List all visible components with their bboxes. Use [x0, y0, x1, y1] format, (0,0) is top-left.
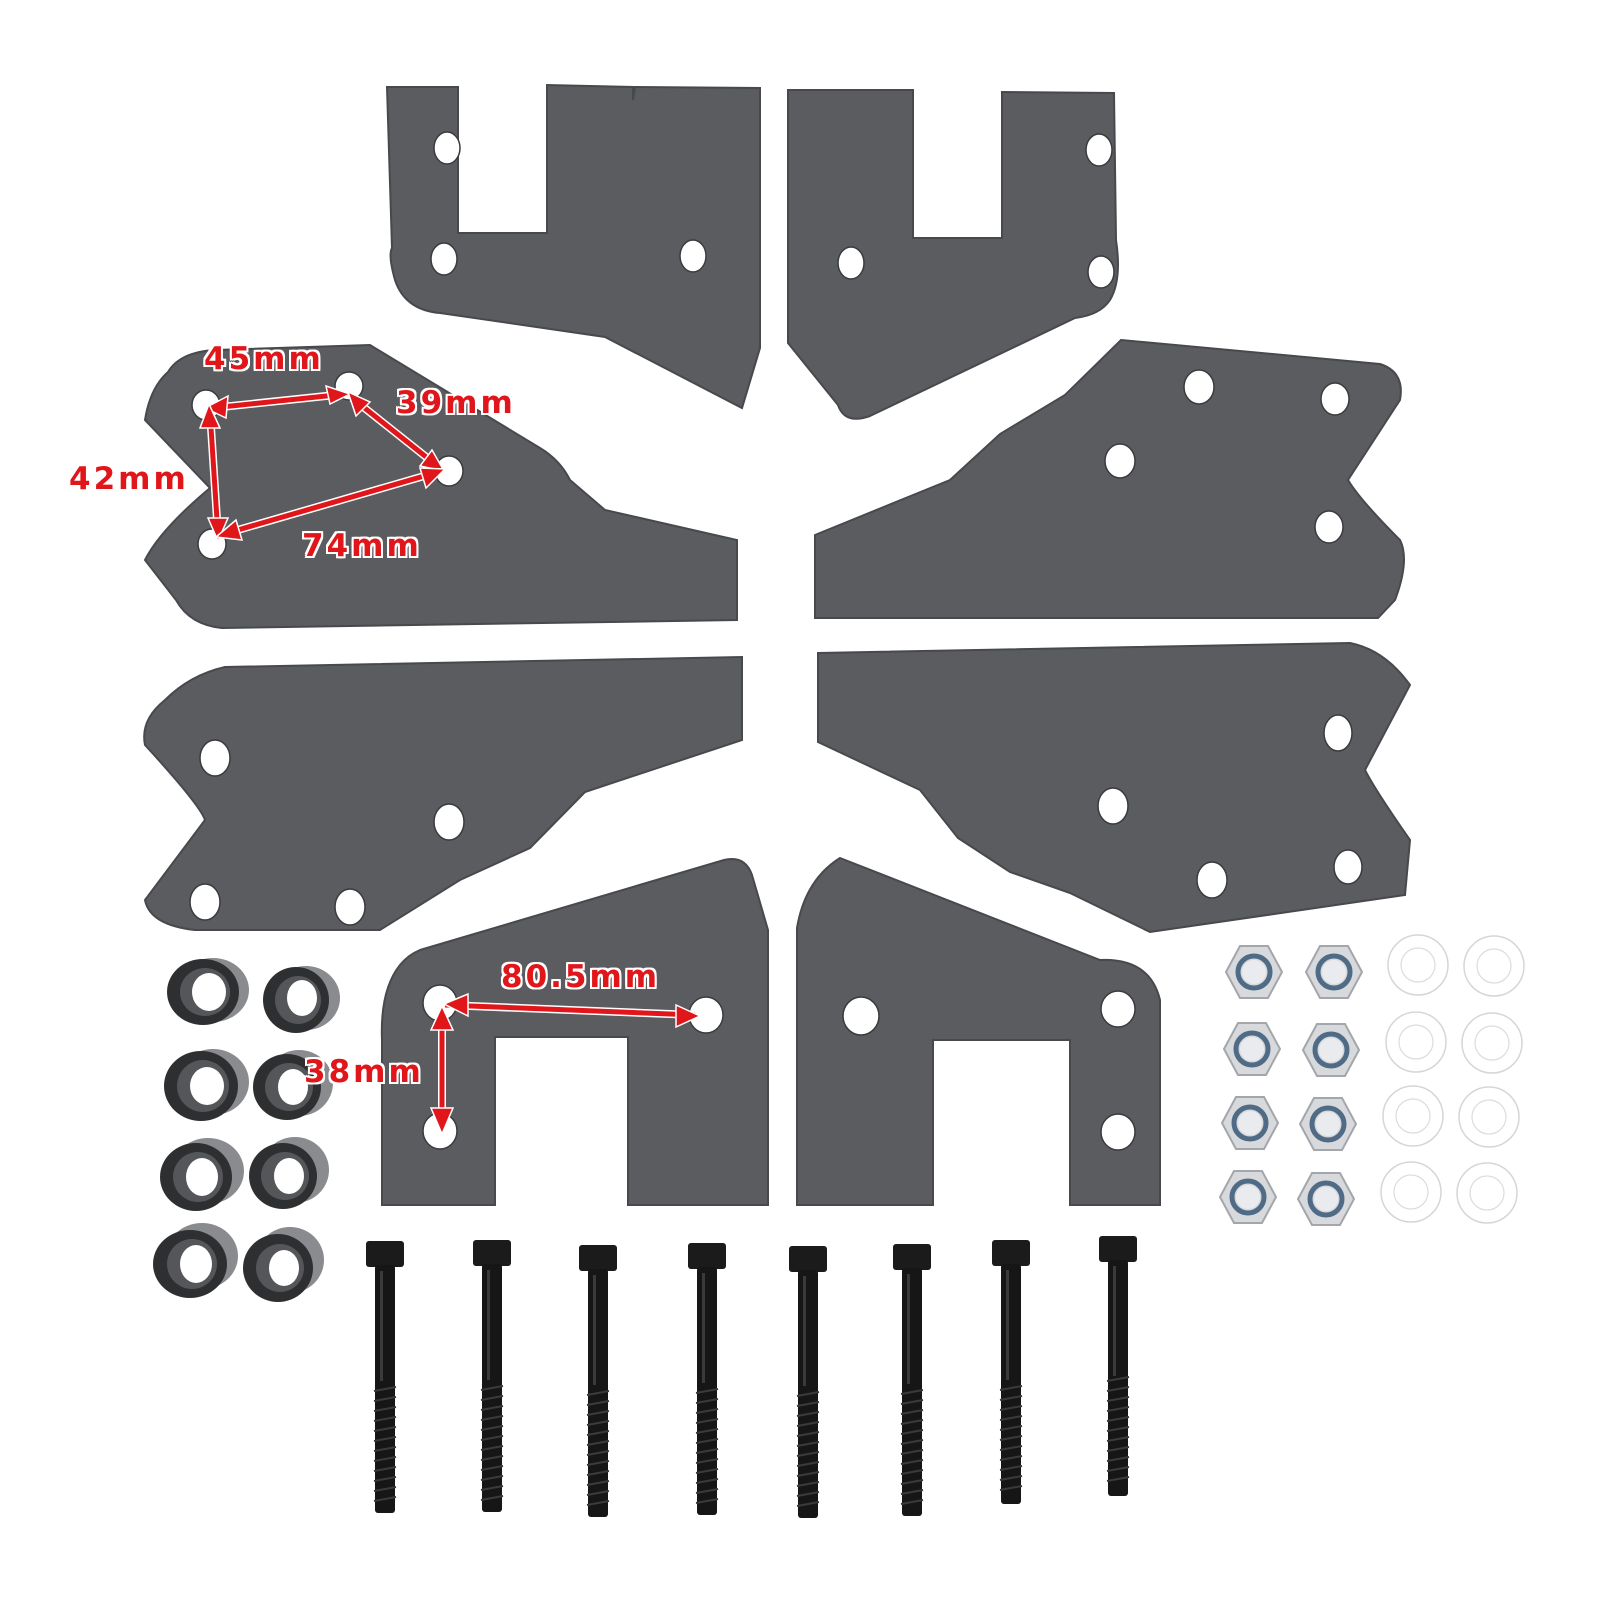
flat-washer: [1456, 1162, 1518, 1224]
hex-bolt: [366, 1241, 404, 1513]
dimension-arrows-lower: [429, 992, 702, 1136]
arrowhead-icon: [214, 518, 244, 541]
lock-nut: [1224, 945, 1284, 999]
arrowhead-icon: [442, 992, 469, 1018]
mid-right-upper-plate: [814, 338, 1405, 619]
spacer: [249, 1137, 329, 1209]
washer-group: [1380, 934, 1525, 1224]
hex-bolt: [789, 1246, 827, 1518]
dimension-arrows-upper: [198, 384, 447, 543]
hex-bolt: [473, 1240, 511, 1512]
dimension-label-horizontal-span: 80.5mm: [501, 959, 661, 995]
hex-bolt: [1099, 1236, 1137, 1496]
flat-washer: [1385, 1011, 1447, 1073]
hex-bolt: [579, 1245, 617, 1517]
spacer: [253, 1050, 333, 1120]
spacer-group: [153, 958, 340, 1302]
bottom-right-u-bracket: [796, 856, 1161, 1206]
dimension-label-top-span: 45mm: [204, 341, 324, 377]
spacer: [167, 958, 249, 1025]
spacer: [153, 1223, 238, 1298]
hex-bolt: [688, 1243, 726, 1515]
dimension-label-lower-vertical-span: 38mm: [304, 1054, 424, 1090]
spacer: [164, 1049, 249, 1121]
mid-left-lower-plate: [143, 655, 743, 931]
spacer: [243, 1227, 324, 1302]
lock-nut: [1218, 1170, 1278, 1224]
lock-nut: [1304, 945, 1364, 999]
top-left-u-bracket: [385, 83, 761, 410]
arrowhead-icon: [203, 394, 229, 420]
dimension-label-vertical-span: 42mm: [69, 461, 189, 497]
spacer: [263, 966, 340, 1033]
arrowhead-icon: [429, 1107, 455, 1136]
dimension-label-bottom-span: 74mm: [302, 528, 422, 564]
flat-washer: [1387, 934, 1449, 996]
arrowhead-icon: [198, 402, 222, 429]
lock-nut: [1222, 1022, 1282, 1076]
flat-washer: [1461, 1012, 1523, 1074]
lock-nut: [1220, 1096, 1280, 1150]
lock-nut: [1301, 1023, 1361, 1077]
spacer: [160, 1138, 244, 1211]
dimension-label-diagonal-span: 39mm: [396, 385, 516, 421]
hex-bolt: [992, 1240, 1030, 1504]
hex-bolt: [893, 1244, 931, 1516]
bolt-group: [366, 1236, 1137, 1518]
bottom-left-u-bracket: [380, 858, 769, 1206]
lock-nut: [1298, 1097, 1358, 1151]
arrowhead-icon: [206, 517, 230, 543]
flat-washer: [1382, 1085, 1444, 1147]
arrowhead-icon: [675, 1003, 702, 1029]
arrowhead-icon: [418, 467, 447, 490]
lock-nut: [1296, 1172, 1356, 1226]
mid-right-lower-plate: [817, 641, 1412, 934]
arrowhead-icon: [429, 1004, 455, 1031]
arrowhead-icon: [346, 390, 372, 418]
flat-washer: [1458, 1086, 1520, 1148]
top-right-u-bracket: [787, 89, 1119, 420]
flat-washer: [1380, 1161, 1442, 1223]
lock-nut-group: [1218, 945, 1364, 1226]
flat-washer: [1463, 935, 1525, 997]
arrowhead-icon: [324, 384, 352, 406]
